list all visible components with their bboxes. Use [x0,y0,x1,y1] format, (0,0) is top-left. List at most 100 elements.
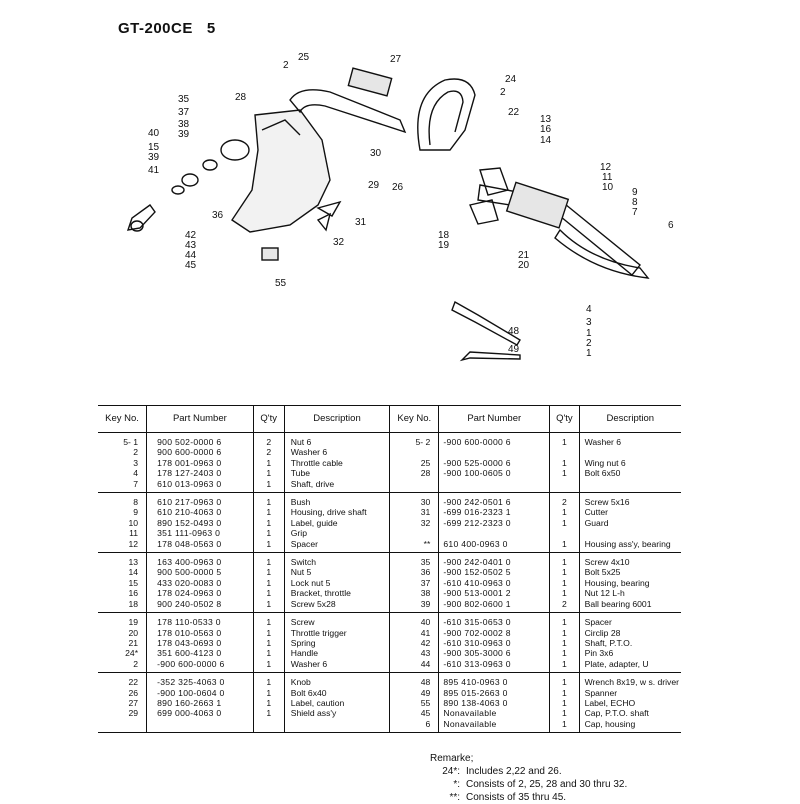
table-cell: 14 [128,567,139,578]
table-cell: 1 [549,687,580,698]
table-cell: 36 [389,567,439,578]
table-cell: 890 152-0493 0 [146,517,254,529]
table-cell: 1 [549,432,580,448]
table-cell: 1 [252,708,285,719]
table-cell: 29 [128,708,139,719]
table-cell: 178 043-0693 0 [146,637,254,649]
remarks-section: Remarke; 24*:Includes 2,22 and 26.*:Cons… [430,752,627,804]
callout-number: 6 [668,220,674,231]
remark-text: Includes 2,22 and 26. [466,766,562,777]
callout-number: 40 [148,128,160,139]
table-cell: 1 [252,637,285,649]
table-cell: 19 [128,617,139,628]
table-cell: Bush [283,492,390,508]
table-cell: 178 048-0563 0 [146,538,254,553]
table-cell: 39 [389,598,439,613]
table-cell: Shaft, P.T.O. [578,637,681,649]
table-cell [146,718,254,733]
table-cell: -900 600-0000 6 [438,432,550,448]
bearing-housing [220,139,250,161]
table-cell: 3 [133,457,139,468]
table-cell: 32 [389,517,439,529]
table-cell [578,447,681,458]
col-description: Description [283,405,390,433]
table-cell: 1 [252,612,285,628]
table-cell [549,528,580,539]
table-cell [578,528,681,539]
table-cell: Bolt 6x40 [283,687,390,698]
table-cell [389,528,439,539]
table-cell: Throttle cable [283,457,390,469]
table-cell: 1 [549,648,580,659]
table-cell [438,478,550,493]
table-cell: Nut 5 [283,567,390,578]
table-cell: 610 013-0963 0 [146,478,254,493]
handle-loop [417,78,476,151]
table-cell: Wrench 8x19, w s. driver [578,672,681,688]
callout-number: 21 [518,250,530,261]
callout-number: 1 [586,348,592,359]
callout-number: 26 [392,182,404,193]
table-cell: 1 [549,577,580,589]
table-cell: 890 138-4063 0 [438,697,550,709]
table-cell: Spanner [578,687,681,698]
callout-number: 31 [355,217,367,228]
table-cell: Spring [283,637,390,649]
callout-number: 1 [586,328,592,339]
table-cell: Cap, housing [578,718,681,733]
table-cell: 1 [252,672,285,688]
table-cell: 1 [252,517,285,529]
table-cell: 351 600-4123 0 [146,648,254,659]
table-header-row: Key No. Part Number Q'ty Description Key… [98,405,681,433]
wrench [451,300,521,346]
callout-number: 20 [518,260,530,271]
page-number: 5 [206,20,216,37]
table-cell: Screw [283,612,390,628]
table-cell: 11 [129,528,139,539]
table-cell: 433 020-0083 0 [146,577,254,589]
table-cell: Switch [283,552,390,568]
remark-text: Consists of 2, 25, 28 and 30 thru 32. [466,779,628,790]
table-cell: 8 [133,497,139,508]
table-cell: 1 [549,457,580,469]
table-cell: 1 [252,538,285,553]
col-qty: Q'ty [252,405,285,433]
table-cell: 1 [549,708,580,719]
table-cell [389,447,439,458]
table-cell: 1 [549,538,580,553]
table-cell: 13 [128,557,139,568]
table-cell: 48 [389,672,439,688]
cutter-blade [316,200,342,217]
table-cell: 1 [549,517,580,529]
table-cell: 2 [549,598,580,613]
callout-number: 49 [508,344,520,355]
table-cell: Bolt 6x50 [578,468,681,479]
col-part-number-2: Part Number [438,405,550,433]
table-cell: 610 217-0963 0 [146,492,254,508]
table-cell: -900 305-3000 6 [438,648,550,659]
throttle-bracket [479,167,509,196]
table-cell: 30 [389,492,439,508]
callout-number: 32 [333,237,345,248]
table-cell: 4 [133,468,139,479]
table-cell: Shaft, drive [283,478,390,493]
callout-number: 2 [283,60,289,71]
table-cell: 1 [252,567,285,578]
callout-number: 36 [212,210,224,221]
remark-text: Consists of 35 thru 45. [466,792,567,803]
table-cell: Ball bearing 6001 [578,598,681,613]
table-cell [438,447,550,458]
model-title: GT-200CE [118,20,193,37]
table-cell: 1 [252,588,285,599]
table-cell: 2 [252,432,285,448]
table-cell: Screw 4x10 [578,552,681,568]
callout-number: 2 [586,338,592,349]
